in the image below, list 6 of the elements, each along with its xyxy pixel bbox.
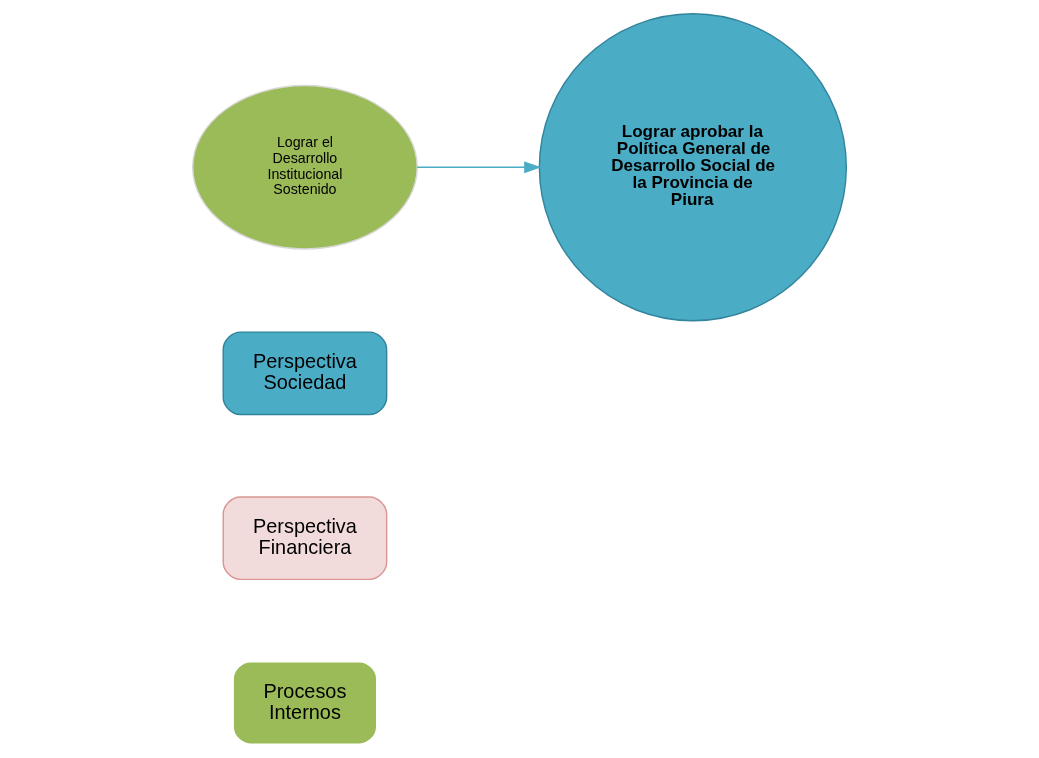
node-box: Perspectiva Sociedad xyxy=(222,331,388,416)
node-circle: Lograr aprobar la Política General de Desarrollo Social de la Provincia de Piura xyxy=(538,13,848,322)
node-ellipse: Lograr el Desarrollo Institucional Sostenido xyxy=(191,84,418,250)
arrow xyxy=(416,161,542,174)
node-box: Perspectiva Financiera xyxy=(222,496,388,581)
node-box: Procesos Internos xyxy=(232,661,378,745)
